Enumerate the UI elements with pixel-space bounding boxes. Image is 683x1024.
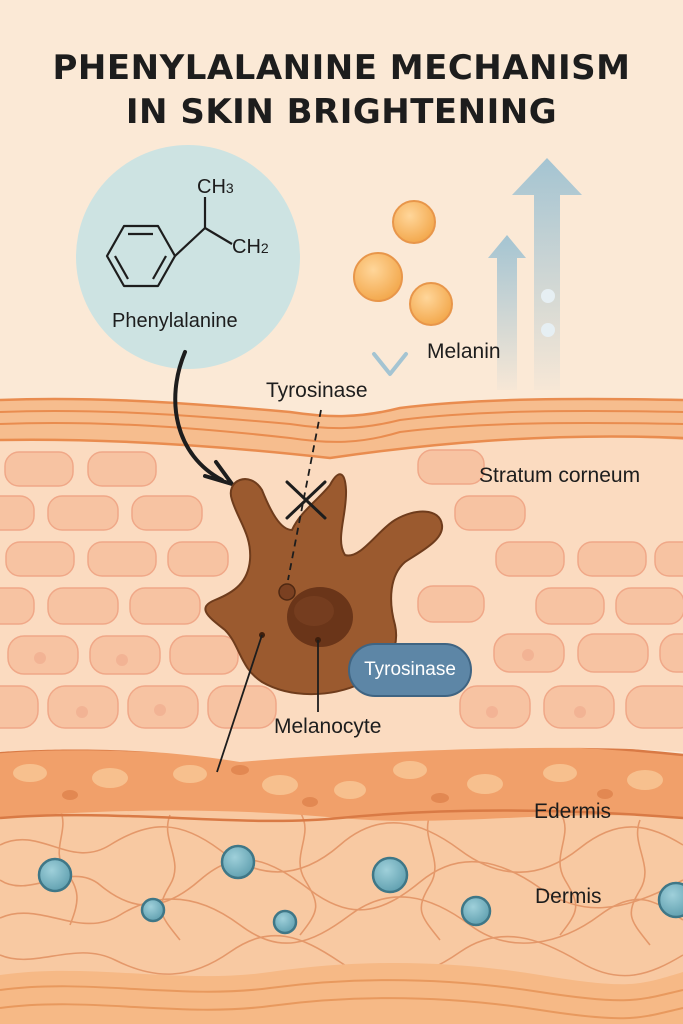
dermis-layer <box>0 800 683 1024</box>
upward-arrows <box>488 158 582 390</box>
up-arrow-small <box>488 235 526 390</box>
dermis-cell <box>220 844 256 880</box>
dermis-cell <box>460 895 492 927</box>
molecule-circle <box>76 145 300 369</box>
methylene-group-label: CH2 <box>232 236 269 259</box>
tyrosinase-enzyme-pill: Tyrosinase <box>348 643 472 697</box>
methylene-group-text: CH <box>232 236 261 258</box>
melanocyte-label: Melanocyte <box>274 715 382 738</box>
dermis-cell <box>272 909 298 935</box>
melanin-granules <box>353 200 453 326</box>
epidermis-label: Edermis <box>534 800 612 823</box>
curved-arrow <box>173 350 234 486</box>
methyl-group-text: CH <box>197 176 226 198</box>
melanocyte-cell <box>204 473 444 696</box>
title-line-2: IN SKIN BRIGHTENING <box>125 92 558 132</box>
epidermis-layer <box>0 743 683 823</box>
stratum-corneum-label: Stratum corneum <box>479 464 641 487</box>
methyl-group-label: CH3 <box>197 176 234 199</box>
dermis-cell <box>657 881 683 919</box>
melanin-label: Melanin <box>427 340 501 363</box>
dermis-cell <box>371 856 409 894</box>
dermis-cell <box>140 897 166 923</box>
methylene-group-subscript: 2 <box>260 240 269 256</box>
benzene-ring-icon <box>105 197 233 288</box>
leader-lines <box>216 409 322 773</box>
down-arrow <box>372 300 408 376</box>
dermis-cell <box>37 857 73 893</box>
dermis-label: Dermis <box>535 885 602 908</box>
phenylalanine-molecule <box>76 145 300 369</box>
tyrosinase-label: Tyrosinase <box>266 379 368 402</box>
skin-surface <box>0 397 683 460</box>
title-line-1: PHENYLALANINE MECHANISM <box>52 48 631 88</box>
up-arrow-large <box>512 158 582 390</box>
methyl-group-subscript: 3 <box>225 180 234 196</box>
phenylalanine-label: Phenylalanine <box>112 310 238 332</box>
inhibition-x-icon <box>285 480 327 520</box>
